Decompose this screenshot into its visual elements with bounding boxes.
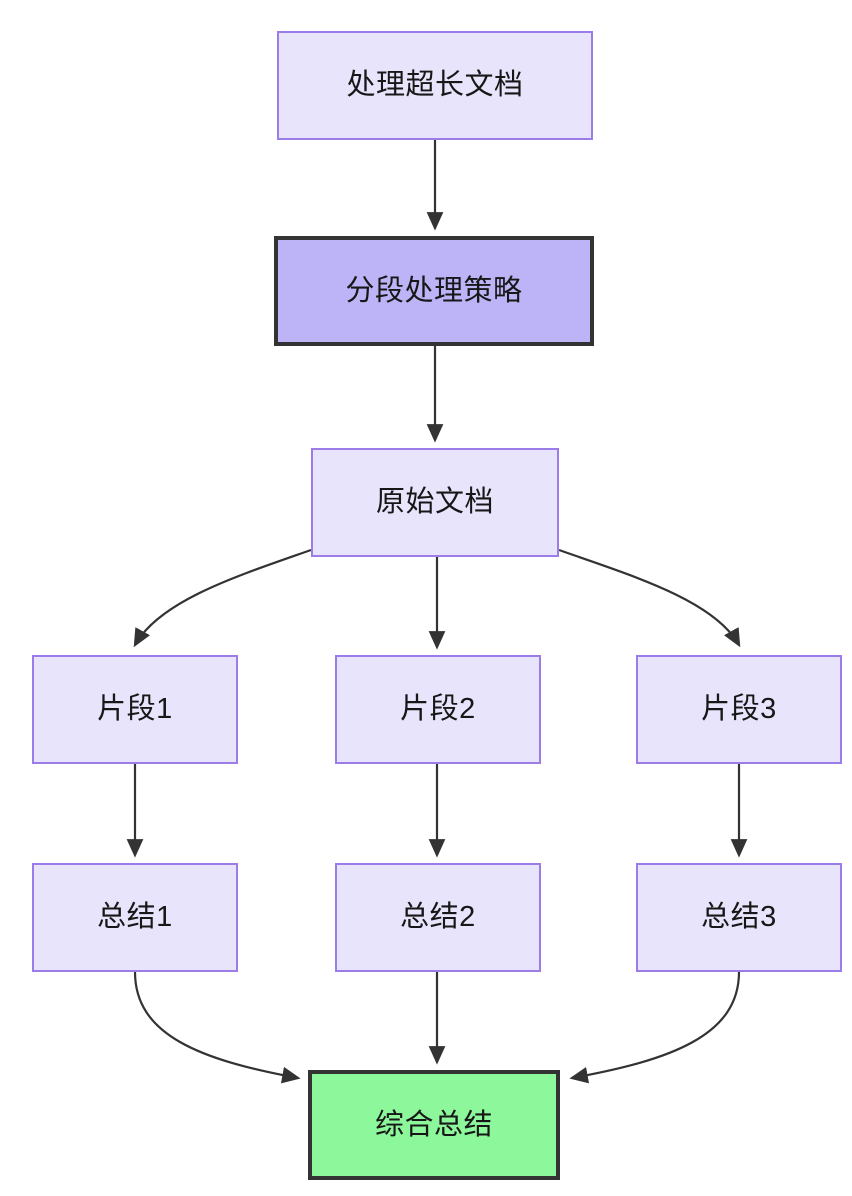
node-label-origin: 原始文档 [375, 486, 494, 519]
node-chunk1[interactable]: 片段1 [32, 655, 238, 764]
node-label-chunk2: 片段2 [400, 693, 476, 726]
edge-sum1-to-final [133, 971, 301, 1084]
node-doc[interactable]: 处理超长文档 [277, 31, 593, 140]
node-origin[interactable]: 原始文档 [311, 448, 559, 557]
node-label-final: 综合总结 [374, 1108, 493, 1141]
edge-origin-to-chunk1 [133, 548, 312, 648]
node-label-chunk3: 片段3 [701, 693, 777, 726]
node-sum2[interactable]: 总结2 [335, 863, 541, 972]
node-sum3[interactable]: 总结3 [636, 863, 842, 972]
node-label-chunk1: 片段1 [97, 693, 173, 726]
node-label-sum2: 总结2 [400, 901, 476, 934]
node-label-sum3: 总结3 [701, 901, 777, 934]
edge-origin-to-chunk3 [558, 548, 741, 648]
edge-sum3-to-final [569, 971, 741, 1084]
node-label-strategy: 分段处理策略 [345, 274, 523, 307]
node-label-sum1: 总结1 [97, 901, 173, 934]
node-chunk2[interactable]: 片段2 [335, 655, 541, 764]
node-final[interactable]: 综合总结 [308, 1070, 560, 1180]
node-chunk3[interactable]: 片段3 [636, 655, 842, 764]
node-label-doc: 处理超长文档 [346, 69, 524, 102]
node-sum1[interactable]: 总结1 [32, 863, 238, 972]
node-strategy[interactable]: 分段处理策略 [274, 236, 594, 346]
